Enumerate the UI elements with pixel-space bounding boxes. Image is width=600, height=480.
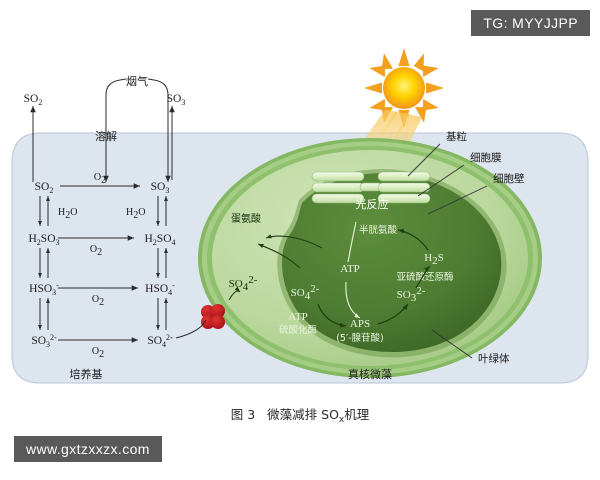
chloroplast-sulfite: SO32- bbox=[397, 285, 426, 304]
cascade-species: SO2 SO3 H2SO3 H2SO4 HSO3- HSO4- SO32- SO… bbox=[28, 181, 175, 349]
so2-gas-sub: 2 bbox=[38, 98, 42, 107]
caption-text: 微藻减排 SO bbox=[267, 407, 339, 422]
chloroplast-body bbox=[277, 169, 507, 358]
tg-badge: TG: MYYJJPP bbox=[471, 10, 590, 36]
so3-gas-symbol: SO bbox=[167, 93, 182, 105]
cysteine-label: 半胱氨酸 bbox=[359, 224, 398, 236]
so2-gas-symbol: SO bbox=[24, 93, 39, 105]
grana-stack-left bbox=[311, 171, 365, 204]
annotation-grana: 基粒 bbox=[446, 130, 467, 143]
methionine-label: 蛋氨酸 bbox=[231, 212, 261, 225]
species-so2-aq: SO2 bbox=[35, 181, 54, 195]
figure-caption: 图 3 微藻减排 SOx机理 bbox=[231, 407, 370, 425]
aps-label: APS bbox=[350, 318, 370, 330]
species-hso3: HSO3- bbox=[29, 281, 59, 297]
h2s-label: H2S bbox=[424, 252, 444, 267]
o2-label-row4: O2 bbox=[92, 346, 104, 360]
flue-gas-flows bbox=[30, 78, 175, 182]
medium-label: 培养基 bbox=[70, 367, 103, 381]
h2o-label-left: H2O bbox=[58, 207, 77, 221]
grana-stacks bbox=[311, 171, 431, 204]
cascade-arrows bbox=[38, 183, 207, 343]
atp-label-upper: ATP bbox=[340, 263, 360, 275]
species-h2so3: H2SO3 bbox=[28, 233, 59, 247]
flue-gas-text: 烟气 bbox=[126, 74, 148, 88]
species-sulfate-ion: SO42- bbox=[147, 333, 173, 349]
species-sulfite-ion: SO32- bbox=[31, 333, 57, 349]
algal-cell bbox=[198, 138, 542, 378]
species-so3-aq: SO3 bbox=[151, 181, 170, 195]
aps-detail-label: (5′-腺苷酸) bbox=[336, 332, 384, 344]
sulfite-reductase-label: 亚硫酸还原酶 bbox=[396, 271, 454, 283]
svg-text:SO2: SO2 bbox=[24, 93, 43, 107]
atp-sulfurylase-label: 硫酸化酶 bbox=[279, 324, 318, 336]
chloroplast-sulfate: SO42- bbox=[291, 283, 320, 302]
dissolve-label: 溶解 bbox=[95, 129, 117, 143]
caption-tail: 机理 bbox=[344, 407, 370, 422]
o2-label-row2: O2 bbox=[90, 244, 102, 258]
species-h2so4: H2SO4 bbox=[144, 233, 175, 247]
intracellular-pathway: SO42- 蛋氨酸 光反应 半胱氨酸 ATP SO42- ATP 硫酸化酶 AP… bbox=[228, 197, 454, 344]
so3-gas-sub: 3 bbox=[181, 98, 185, 107]
annotation-cell-wall: 细胞壁 bbox=[493, 172, 525, 185]
so3-gas-out: SO3 bbox=[167, 93, 186, 107]
annotation-chloroplast: 叶绿体 bbox=[478, 352, 510, 365]
flue-gas-label: 烟气 bbox=[126, 74, 148, 88]
annotation-leaders bbox=[407, 143, 488, 359]
light-reaction-label: 光反应 bbox=[356, 197, 389, 211]
atp-sulfurylase-top: ATP bbox=[288, 311, 308, 323]
caption-subscript: x bbox=[339, 415, 345, 425]
grana-stack-right bbox=[377, 171, 431, 204]
watermark-badge: www.gxtzxxzx.com bbox=[14, 436, 162, 462]
o2-label-row1: O2 bbox=[94, 172, 106, 186]
annotation-cell-membrane: 细胞膜 bbox=[470, 151, 502, 164]
species-hso4: HSO4- bbox=[145, 281, 175, 297]
svg-text:SO3: SO3 bbox=[167, 93, 186, 107]
caption-number: 图 3 bbox=[231, 407, 255, 422]
organism-label: 真核微藻 bbox=[348, 367, 392, 381]
cascade-reagent-labels: O2 O2 O2 O2 H2O H2O bbox=[58, 172, 145, 360]
so2-gas-out: SO2 bbox=[24, 93, 43, 107]
sulfate-transporter-icon bbox=[201, 304, 225, 329]
h2o-label-right: H2O bbox=[126, 207, 145, 221]
o2-label-row3: O2 bbox=[92, 294, 104, 308]
